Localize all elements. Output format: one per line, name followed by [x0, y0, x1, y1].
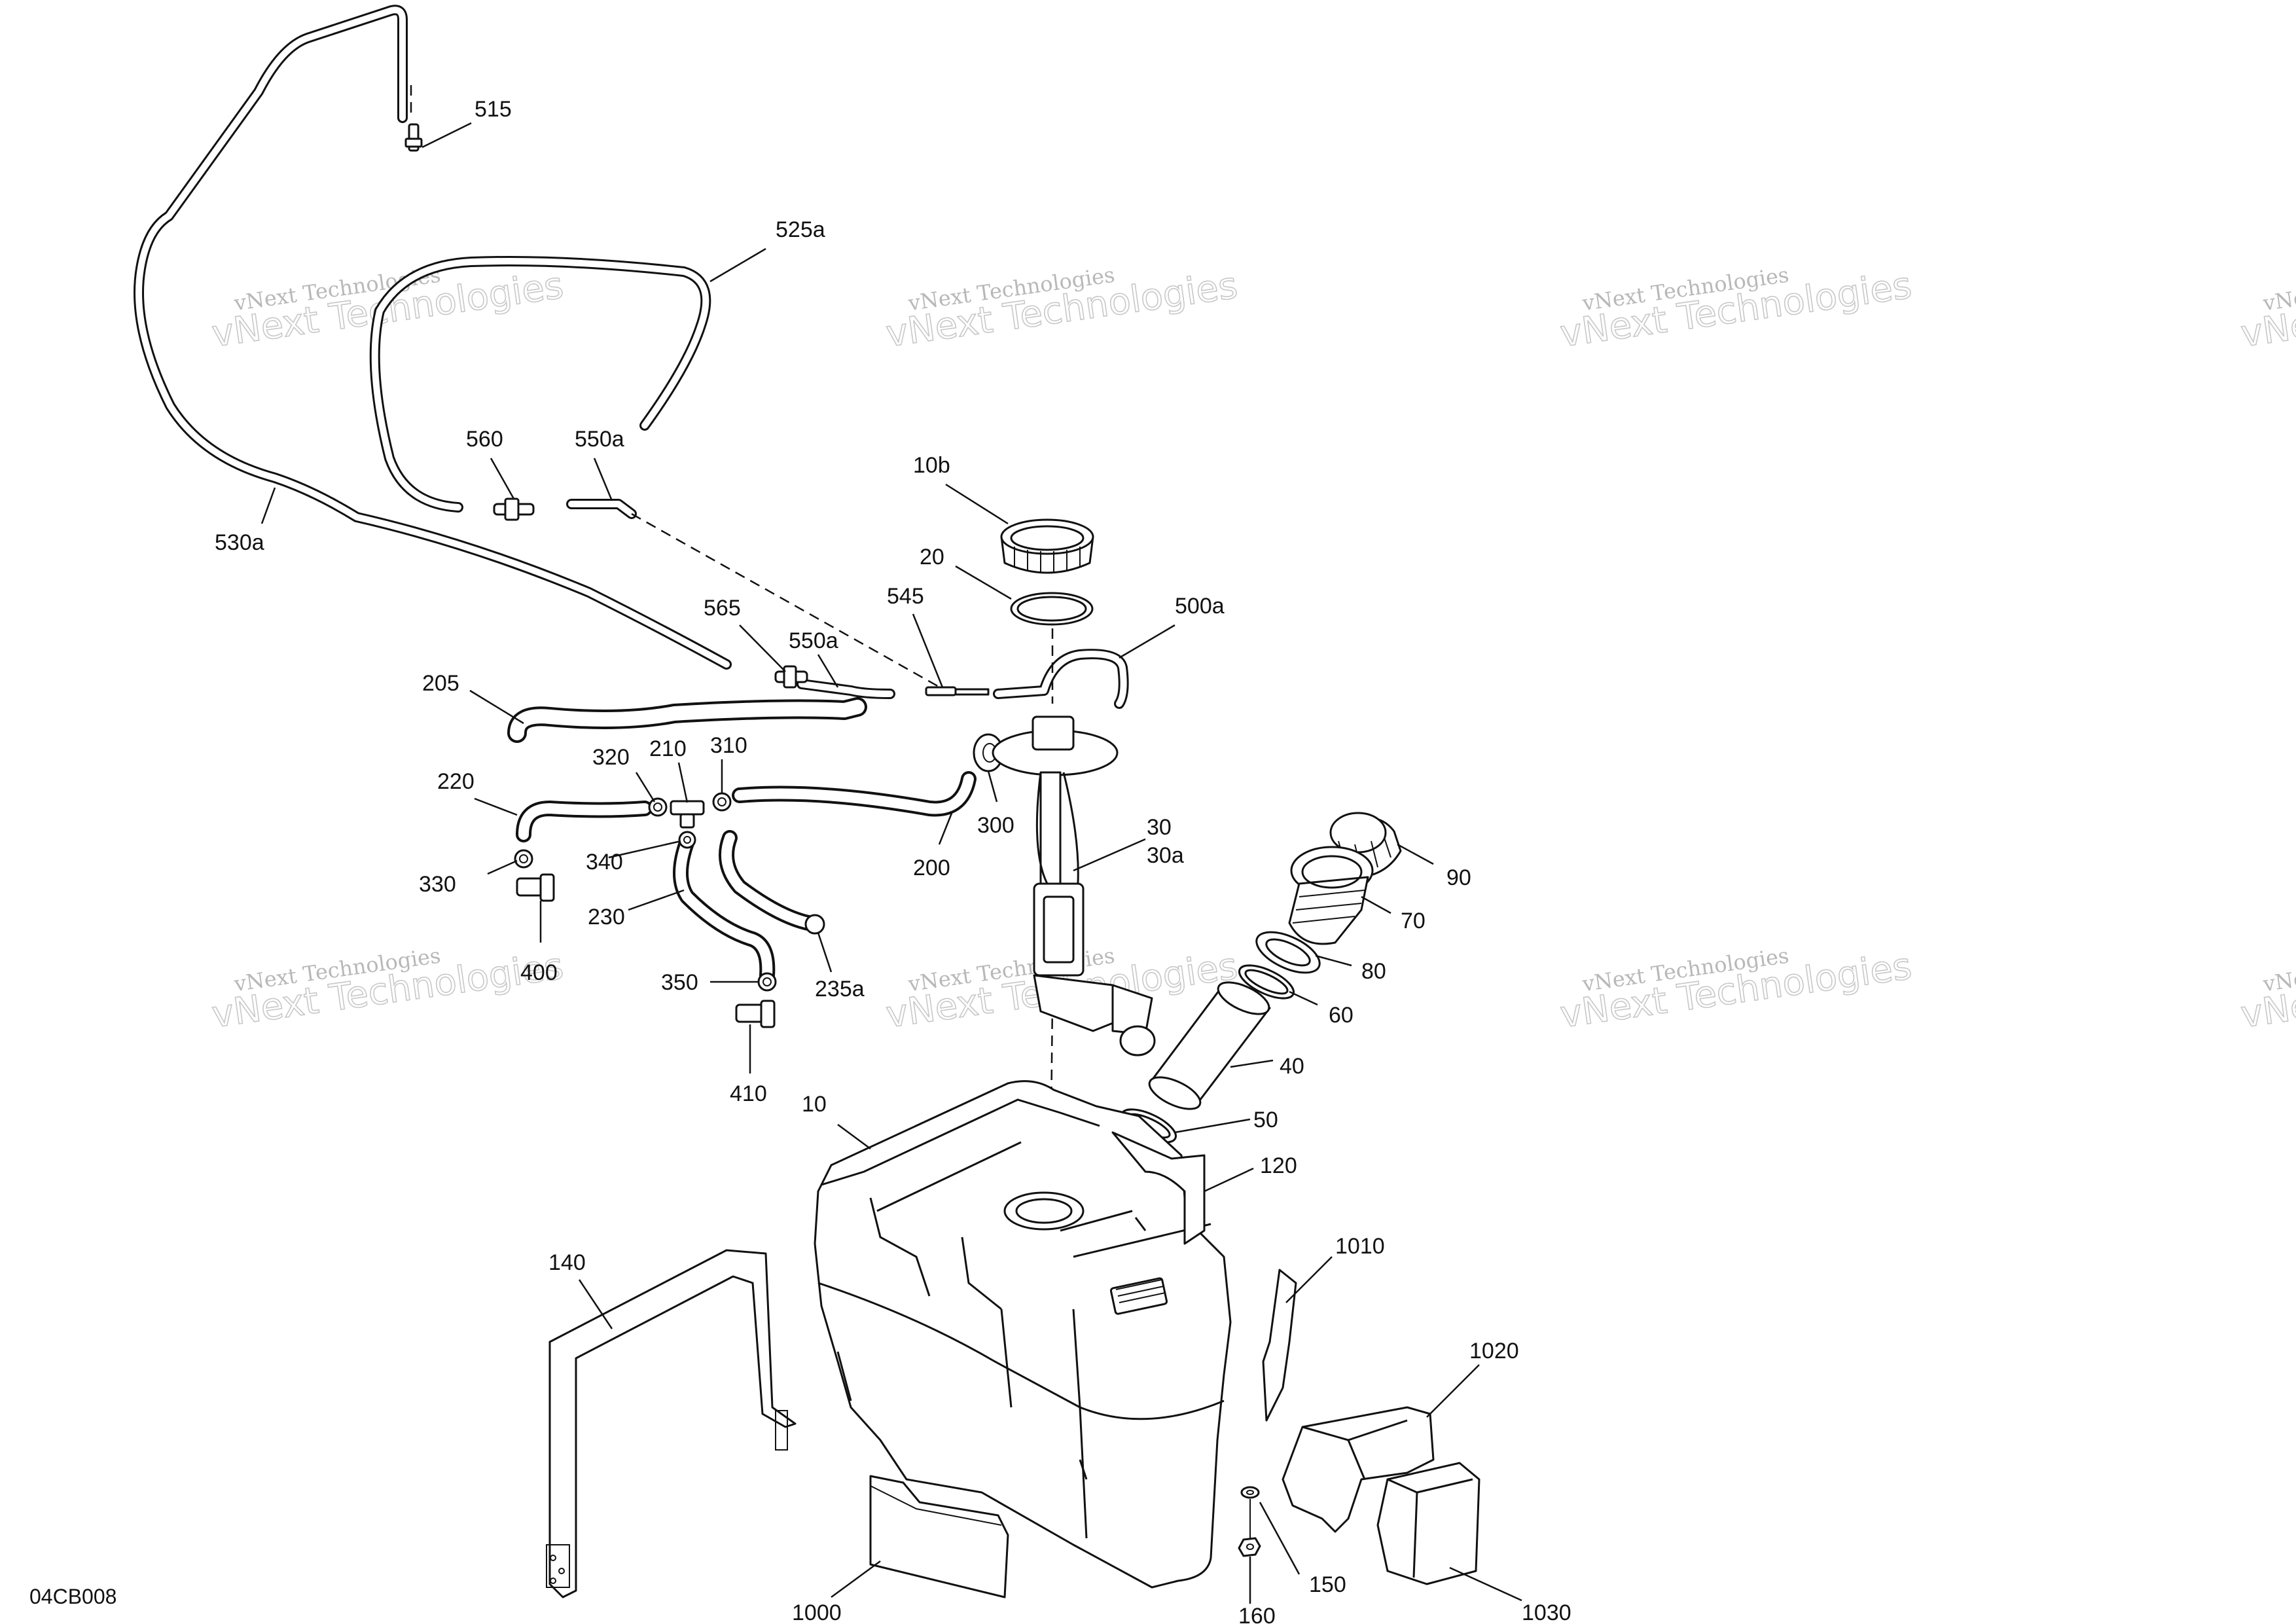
watermark-line2: vNext Technologies [2238, 264, 2296, 356]
label-140[interactable]: 140 [548, 1250, 586, 1275]
label-565[interactable]: 565 [704, 596, 741, 621]
elbow-400[interactable] [516, 873, 555, 902]
label-150[interactable]: 150 [1309, 1572, 1346, 1597]
hose-550a-top[interactable] [566, 499, 637, 519]
gasket-20[interactable] [1010, 592, 1094, 626]
label-550a-top[interactable]: 550a [575, 427, 624, 452]
nut-160[interactable] [1238, 1537, 1261, 1557]
lock-ring-10b[interactable] [1000, 518, 1094, 574]
fuel-tank-10[interactable] [814, 1080, 1232, 1589]
heat-shield-1030[interactable] [1376, 1462, 1480, 1585]
heat-shield-1010[interactable] [1262, 1269, 1297, 1422]
label-10b[interactable]: 10b [913, 453, 950, 478]
clamp-350[interactable] [757, 972, 777, 992]
hose-235a[interactable] [719, 830, 825, 935]
label-220[interactable]: 220 [437, 769, 475, 794]
assembly-line [631, 513, 946, 692]
label-230[interactable]: 230 [588, 905, 625, 929]
label-50[interactable]: 50 [1253, 1108, 1278, 1132]
leader-lines [260, 122, 1522, 1604]
label-80[interactable]: 80 [1361, 959, 1386, 984]
label-200[interactable]: 200 [913, 856, 950, 880]
clamp-330[interactable] [514, 849, 533, 869]
tee-210[interactable] [670, 800, 705, 829]
clamp-340[interactable] [678, 831, 696, 849]
label-400[interactable]: 400 [520, 960, 558, 985]
hose-220[interactable] [516, 801, 653, 842]
heat-shield-1020[interactable] [1282, 1406, 1435, 1533]
hose-550a-mid[interactable] [797, 679, 895, 699]
label-210[interactable]: 210 [649, 736, 687, 761]
filler-cap-90[interactable] [1329, 812, 1402, 878]
label-30[interactable]: 30 [1147, 815, 1172, 840]
label-515[interactable]: 515 [475, 97, 512, 122]
label-30a[interactable]: 30a [1147, 843, 1184, 868]
label-1020[interactable]: 1020 [1469, 1339, 1519, 1363]
fitting-515[interactable] [404, 123, 423, 152]
connector-545[interactable] [925, 686, 990, 696]
hose-230[interactable] [673, 833, 776, 983]
hose-530a[interactable] [134, 5, 732, 670]
washer-150[interactable] [1240, 1486, 1260, 1499]
label-20[interactable]: 20 [920, 545, 944, 569]
drawing-code: 04CB008 [29, 1585, 117, 1608]
filler-neck-70[interactable] [1288, 846, 1374, 945]
label-550a-mid[interactable]: 550a [789, 628, 838, 653]
filler-hose-40[interactable] [1145, 976, 1273, 1115]
label-310[interactable]: 310 [710, 733, 747, 758]
watermark-line2: vNext Technologies [2238, 945, 2296, 1037]
label-560[interactable]: 560 [466, 427, 503, 452]
label-350[interactable]: 350 [661, 970, 698, 995]
clamp-320[interactable] [648, 797, 668, 817]
label-320[interactable]: 320 [592, 745, 630, 770]
hose-205[interactable] [507, 697, 867, 743]
label-10[interactable]: 10 [802, 1092, 827, 1117]
strap-140[interactable] [546, 1249, 797, 1598]
heat-shield-1000[interactable] [869, 1475, 1009, 1598]
strap-120[interactable] [1111, 1131, 1206, 1245]
label-90[interactable]: 90 [1446, 865, 1471, 890]
check-valve-565[interactable] [774, 665, 808, 689]
fuel-pump-module-30[interactable] [992, 715, 1156, 1056]
label-525a[interactable]: 525a [776, 217, 825, 242]
elbow-410[interactable] [735, 1000, 776, 1028]
clamp-310[interactable] [712, 792, 732, 812]
clamp-80[interactable] [1251, 924, 1326, 981]
label-410[interactable]: 410 [730, 1081, 767, 1106]
label-1010[interactable]: 1010 [1335, 1234, 1385, 1259]
label-70[interactable]: 70 [1401, 909, 1426, 933]
hose-525a[interactable] [369, 256, 711, 513]
label-1000[interactable]: 1000 [792, 1600, 842, 1624]
label-500a[interactable]: 500a [1175, 594, 1225, 619]
part-labels: 515 525a 560 550a 530a 10b 20 545 500a 5… [215, 97, 1571, 1624]
label-1030[interactable]: 1030 [1522, 1600, 1571, 1624]
label-120[interactable]: 120 [1260, 1153, 1297, 1178]
label-235a[interactable]: 235a [815, 977, 865, 1001]
label-40[interactable]: 40 [1280, 1054, 1304, 1079]
label-60[interactable]: 60 [1329, 1003, 1354, 1028]
label-160[interactable]: 160 [1238, 1604, 1276, 1624]
hose-500a[interactable] [993, 649, 1129, 709]
label-545[interactable]: 545 [887, 584, 924, 609]
label-530a[interactable]: 530a [215, 530, 264, 555]
label-300[interactable]: 300 [977, 813, 1014, 838]
label-205[interactable]: 205 [422, 671, 459, 696]
hose-200[interactable] [732, 771, 977, 817]
label-330[interactable]: 330 [419, 872, 456, 897]
check-valve-560[interactable] [493, 497, 535, 521]
label-340[interactable]: 340 [586, 850, 623, 875]
